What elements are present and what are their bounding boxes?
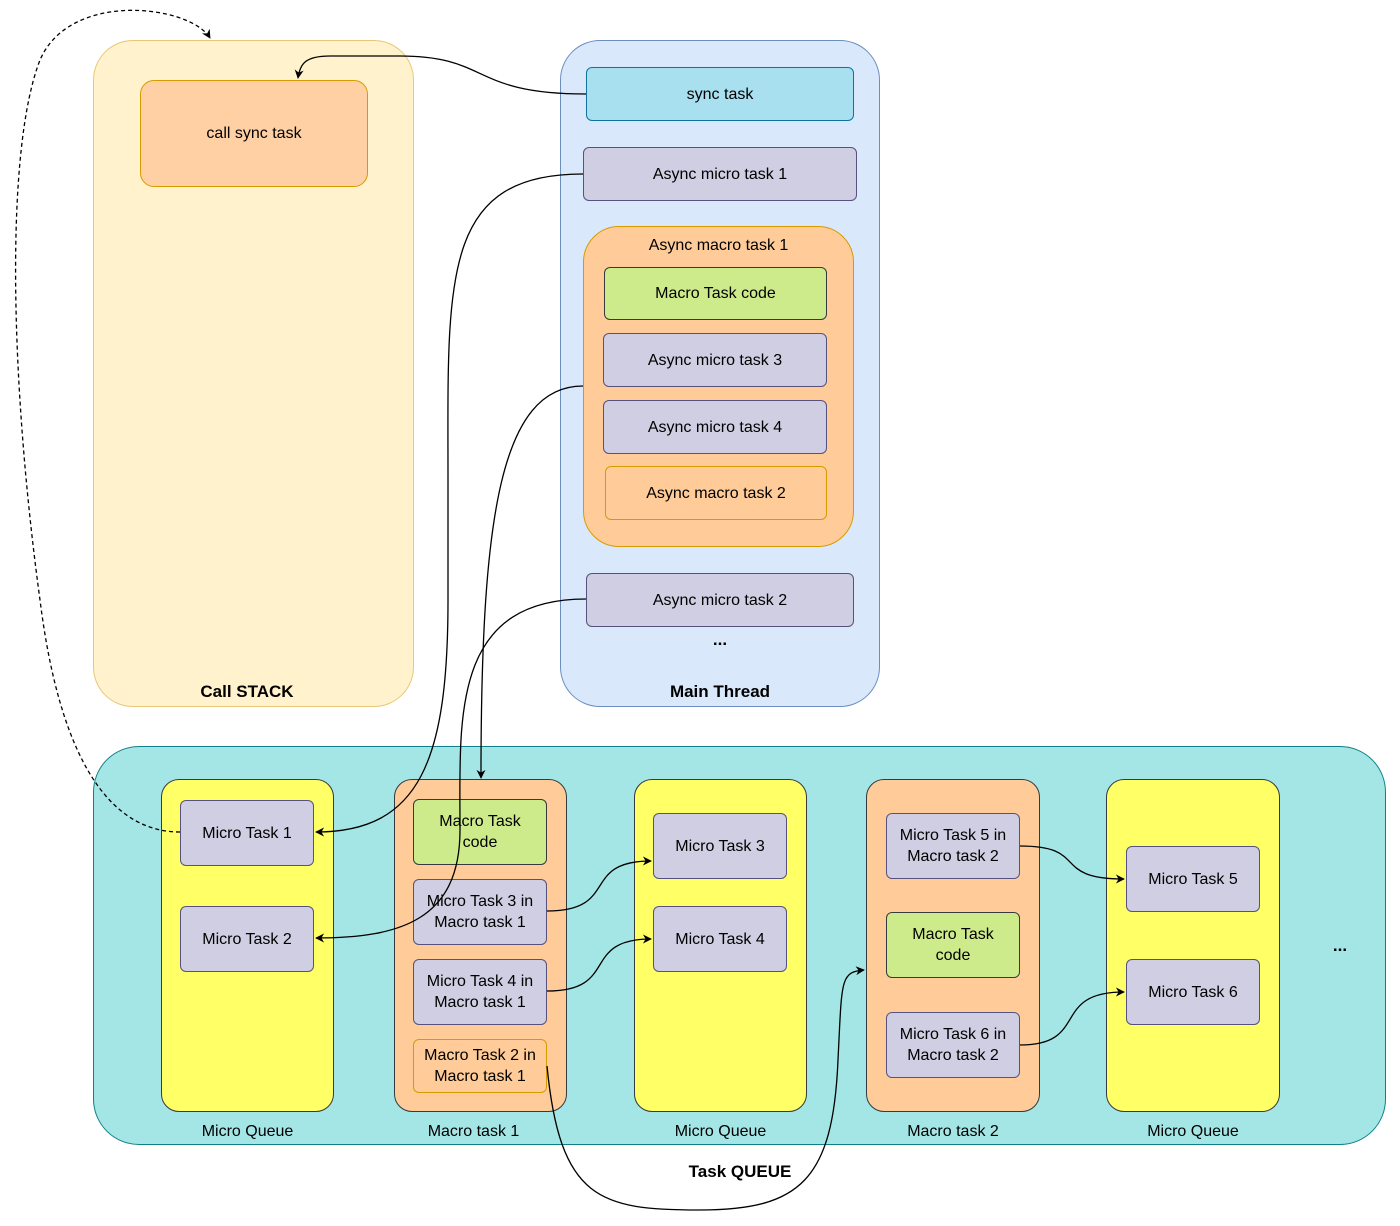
task-queue-ellipsis: ... — [1332, 936, 1348, 955]
arrow-async-micro-2-to-micro-task-2 — [315, 598, 587, 943]
micro-queue-3-label: Micro Queue — [1147, 1123, 1239, 1140]
micro-task-5-in-macro-2-box: Micro Task 5 in Macro task 2 — [886, 813, 1020, 879]
call-sync-task-box: call sync task — [140, 80, 368, 187]
macro-task-2-in-macro-1-box: Macro Task 2 in Macro task 1 — [413, 1039, 547, 1093]
sync-task-box: sync task — [586, 67, 854, 121]
async-micro-task-2-box: Async micro task 2 — [586, 573, 854, 627]
macro-task-code-2-box: Macro Task code — [886, 912, 1020, 978]
arrow-micro-4-in-macro-1-to-micro-task-4 — [546, 934, 652, 992]
micro-task-3-in-macro-1-box: Micro Task 3 in Macro task 1 — [413, 879, 547, 945]
arrow-macro-2-in-macro-1-to-macro-task-2 — [546, 966, 865, 1211]
arrow-sync-to-callstack — [294, 55, 587, 95]
main-thread-title: Main Thread — [669, 682, 771, 701]
micro-queue-1-label: Micro Queue — [201, 1123, 294, 1140]
arrow-async-macro-1-to-macro-task-1 — [476, 385, 584, 779]
macro-task-2-label: Macro task 2 — [907, 1123, 999, 1140]
macro-task-1-label: Macro task 1 — [427, 1123, 520, 1140]
micro-task-1-box: Micro Task 1 — [180, 800, 314, 866]
async-micro-task-4-box: Async micro task 4 — [603, 400, 827, 454]
micro-task-6-in-macro-2-box: Micro Task 6 in Macro task 2 — [886, 1012, 1020, 1078]
micro-task-2-box: Micro Task 2 — [180, 906, 314, 972]
async-macro-task-2-box: Async macro task 2 — [605, 466, 827, 520]
arrow-micro-3-in-macro-1-to-micro-task-3 — [546, 856, 652, 912]
micro-task-4-box: Micro Task 4 — [653, 906, 787, 972]
micro-queue-2-label: Micro Queue — [674, 1123, 767, 1140]
task-queue-title: Task QUEUE — [688, 1162, 792, 1181]
micro-task-6-box: Micro Task 6 — [1126, 959, 1260, 1025]
async-micro-task-1-box: Async micro task 1 — [583, 147, 857, 201]
micro-task-3-box: Micro Task 3 — [653, 813, 787, 879]
macro-task-code-box: Macro Task code — [604, 267, 827, 320]
micro-task-5-box: Micro Task 5 — [1126, 846, 1260, 912]
async-micro-task-3-box: Async micro task 3 — [603, 333, 827, 387]
arrow-micro-task-1-to-callstack — [14, 9, 211, 833]
async-macro-task-1-title: Async macro task 1 — [648, 237, 789, 254]
main-thread-ellipsis: ... — [712, 630, 728, 649]
arrow-async-micro-1-to-micro-task-1 — [315, 173, 584, 837]
macro-task-code-1-box: Macro Task code — [413, 799, 547, 865]
arrow-micro-5-in-macro-2-to-micro-task-5 — [1019, 845, 1125, 884]
call-stack-title: Call STACK — [200, 682, 294, 701]
micro-queue-3 — [1106, 779, 1280, 1112]
arrow-micro-6-in-macro-2-to-micro-task-6 — [1019, 987, 1125, 1046]
micro-task-4-in-macro-1-box: Micro Task 4 in Macro task 1 — [413, 959, 547, 1025]
